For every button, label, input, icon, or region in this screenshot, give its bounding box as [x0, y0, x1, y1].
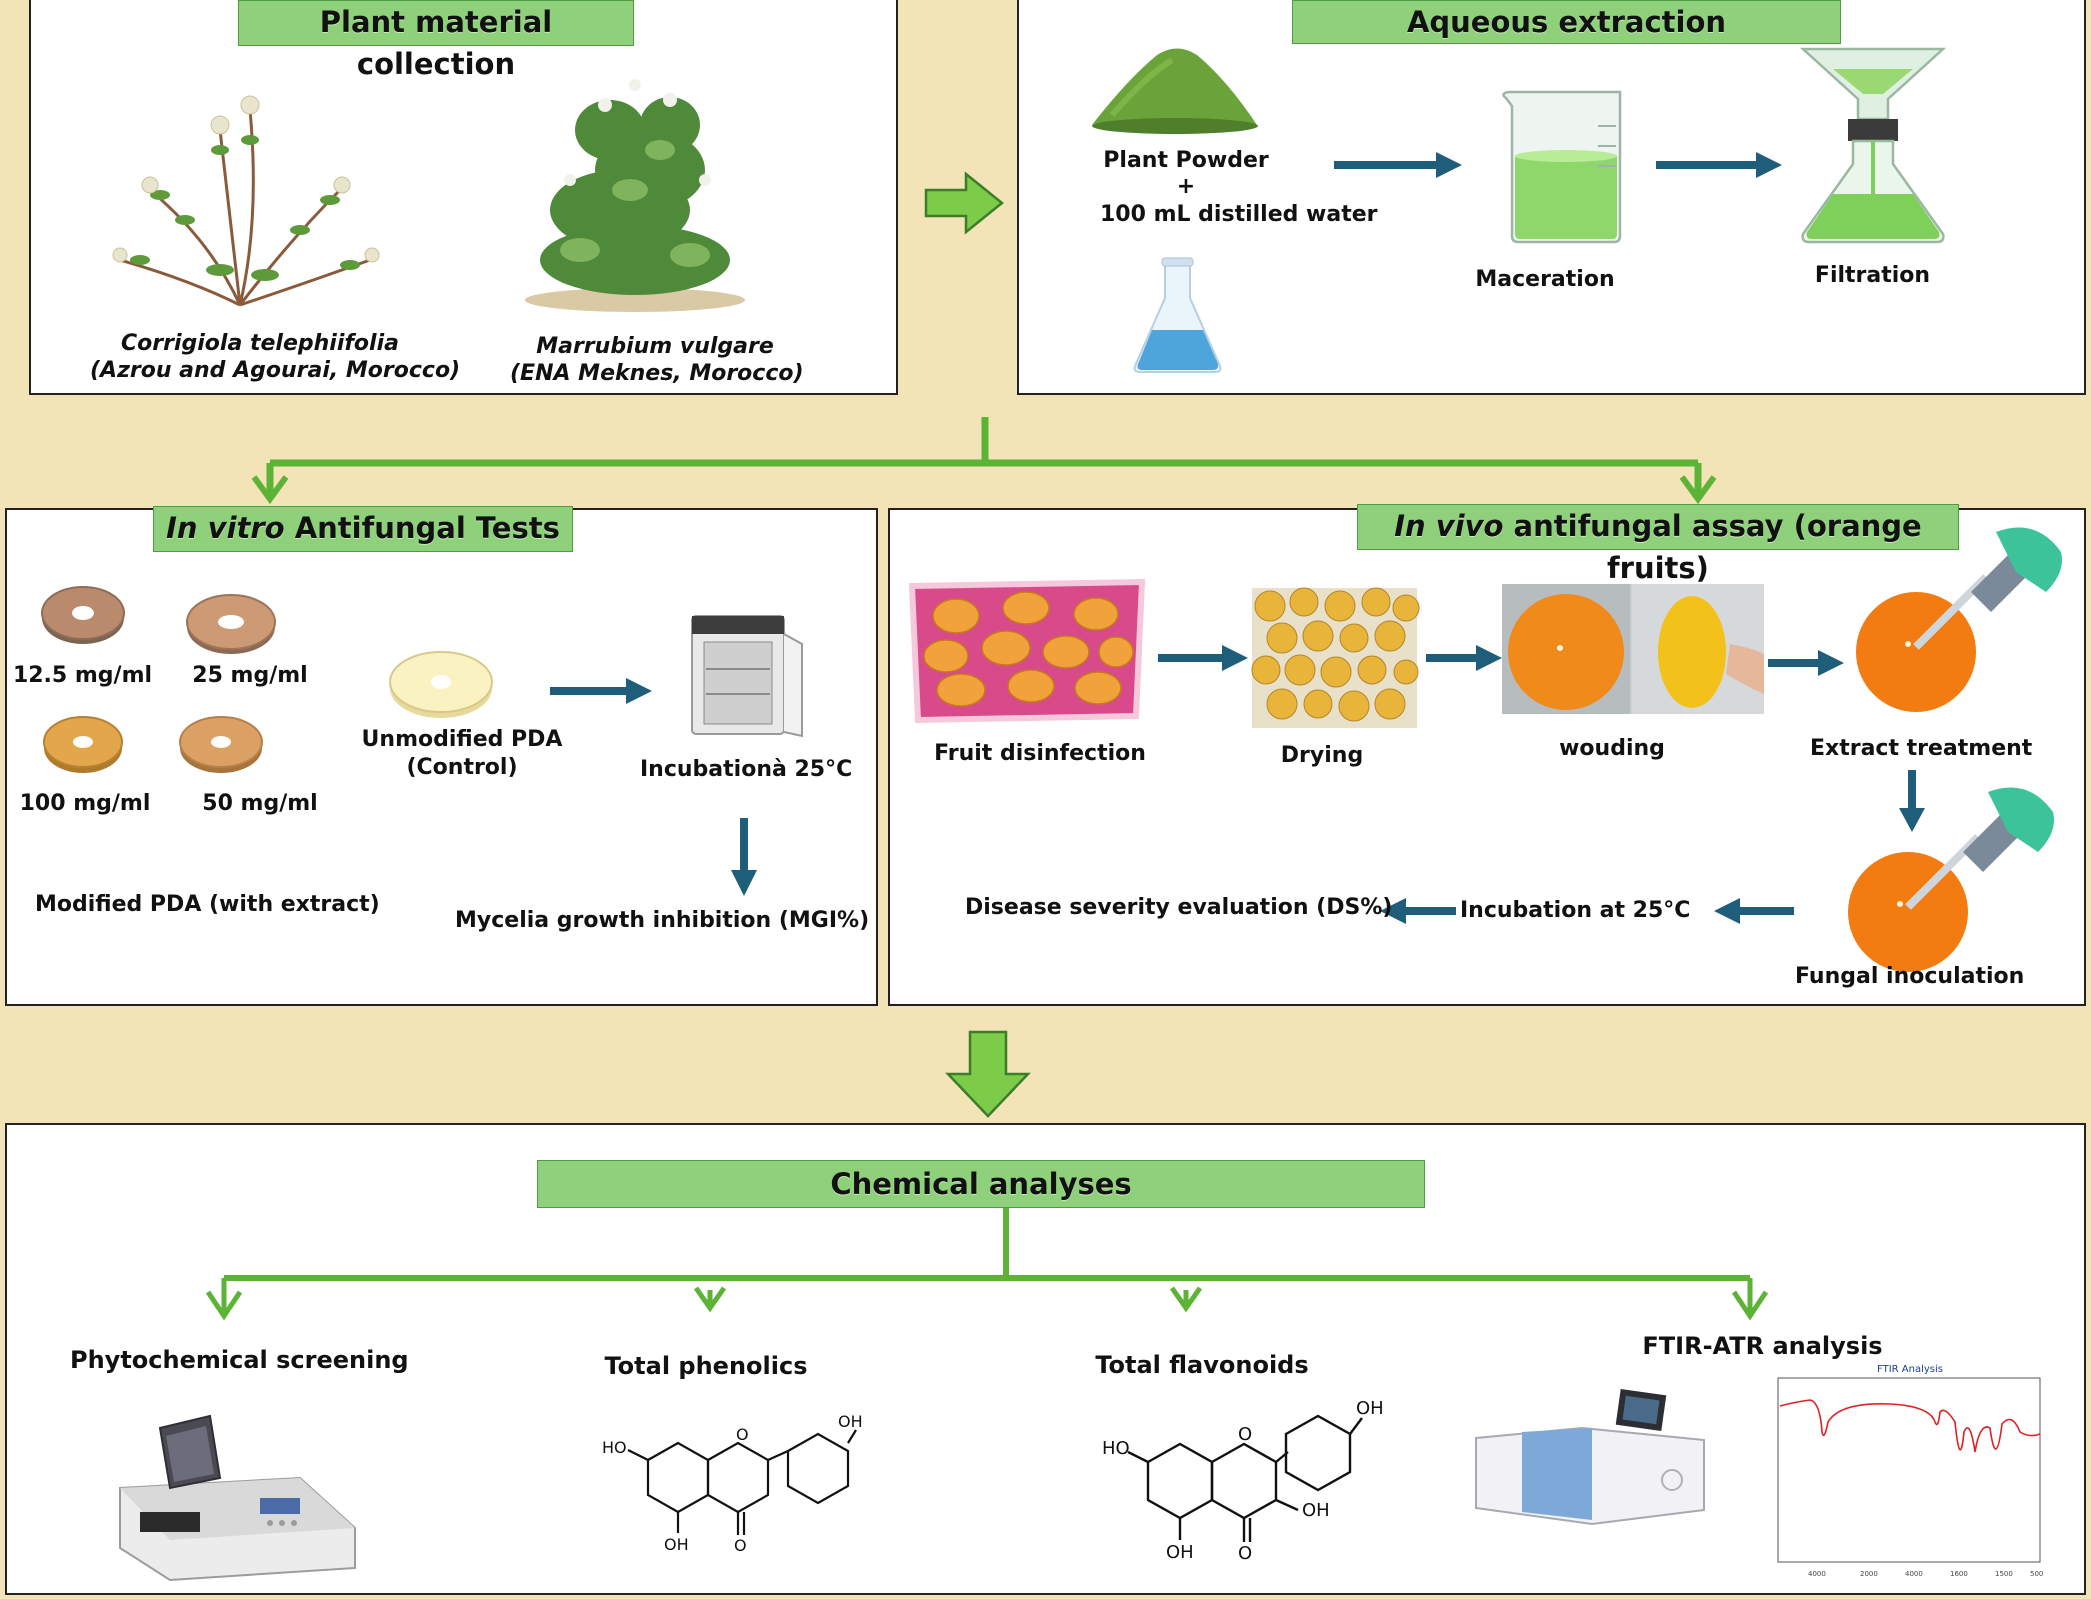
green-down-arrow — [945, 1030, 1031, 1118]
drying-fruits-image — [1251, 587, 1420, 728]
plant-collection-panel — [29, 0, 898, 395]
petri-dish-icon — [186, 594, 276, 654]
chemical-header: Chemical analyses — [537, 1160, 1425, 1208]
blue-arrow — [1656, 152, 1782, 178]
branch-connector — [251, 417, 1717, 505]
beaker-icon — [1502, 90, 1622, 244]
blue-arrow — [1768, 650, 1844, 676]
marrubium-plant-illustration — [525, 79, 745, 312]
incubation-label: Incubationà 25°C — [640, 757, 853, 782]
svg-text:OH: OH — [1356, 1398, 1384, 1419]
conc-100-label: 100 mg/ml — [19, 791, 151, 816]
fruit-disinfection-label: Fruit disinfection — [934, 741, 1146, 766]
filtration-flask-icon — [1799, 47, 1947, 244]
svg-text:4000: 4000 — [1905, 1570, 1923, 1578]
green-right-arrow — [924, 171, 1004, 235]
fungal-inoculation-label: Fungal inoculation — [1795, 964, 2025, 989]
plus-label: + — [1176, 174, 1196, 199]
ftir-atr-label: FTIR-ATR analysis — [1642, 1332, 1883, 1360]
svg-text:OH: OH — [1166, 1542, 1194, 1563]
fruit-tray-image — [908, 578, 1146, 724]
corrigiola-plant-illustration — [112, 95, 380, 307]
svg-text:O: O — [734, 1536, 747, 1555]
species1-name: Corrigiola telephiifolia — [121, 331, 399, 356]
wounding-image — [1502, 584, 1764, 714]
plant-powder-icon — [1092, 48, 1258, 134]
invitro-header-rest: Antifungal Tests — [284, 511, 560, 545]
invitro-panel — [5, 508, 878, 1006]
svg-text:1600: 1600 — [1950, 1570, 1968, 1578]
species1-origin: (Azrou and Agourai, Morocco) — [90, 358, 461, 383]
phytochemical-screening-label: Phytochemical screening — [70, 1346, 409, 1374]
ftir-spectrum-plot: FTIR Analysis 4000 2000 4000 1600 1500 500 — [1750, 1362, 2050, 1584]
flavonoids-structure-icon: HO OH O O OH OH — [1102, 1398, 1384, 1564]
control-label-line2: (Control) — [406, 755, 518, 780]
svg-text:OH: OH — [664, 1535, 689, 1554]
ftir-instrument-icon — [1475, 1388, 1705, 1526]
svg-text:O: O — [1238, 1543, 1252, 1564]
plant-collection-header: Plant material collection — [238, 0, 634, 81]
incubation-25-label: Incubation at 25°C — [1460, 898, 1691, 923]
svg-text:2000: 2000 — [1860, 1570, 1878, 1578]
wounding-label: wouding — [1559, 736, 1665, 761]
spectrophotometer-icon — [119, 1414, 356, 1582]
blue-arrow — [1426, 645, 1502, 671]
svg-text:OH: OH — [1302, 1500, 1330, 1521]
maceration-label: Maceration — [1475, 267, 1615, 292]
svg-text:HO: HO — [1102, 1438, 1130, 1459]
svg-text:O: O — [736, 1425, 749, 1444]
invivo-header-rest: antifungal assay (orange fruits) — [1503, 509, 1922, 585]
extract-treatment-label: Extract treatment — [1810, 736, 2033, 761]
blue-arrow-left — [1380, 898, 1456, 924]
modified-pda-label: Modified PDA (with extract) — [35, 892, 380, 917]
svg-text:OH: OH — [838, 1412, 863, 1431]
disease-severity-label: Disease severity evaluation (DS%) — [965, 895, 1393, 920]
phenolics-structure-icon: HO OH O O OH — [602, 1412, 863, 1555]
incubator-icon — [691, 615, 803, 738]
invitro-header: In vitro Antifungal Tests — [153, 506, 573, 552]
filtration-label: Filtration — [1814, 263, 1931, 288]
blue-arrow-down — [1899, 770, 1925, 832]
total-flavonoids-label: Total flavonoids — [1095, 1351, 1309, 1379]
drying-label: Drying — [1280, 743, 1364, 768]
aqueous-extraction-header: Aqueous extraction — [1292, 0, 1841, 44]
mgi-label: Mycelia growth inhibition (MGI%) — [455, 908, 870, 933]
svg-text:500: 500 — [2030, 1570, 2043, 1578]
powder-label: Plant Powder — [1103, 148, 1269, 173]
petri-dish-icon — [43, 716, 123, 773]
conc-50-label: 50 mg/ml — [202, 791, 318, 816]
invivo-header: In vivo antifungal assay (orange fruits) — [1357, 504, 1959, 585]
blue-arrow-down — [731, 818, 757, 896]
fungal-inoculation-image — [1848, 787, 2054, 972]
chemical-branch-connector — [205, 1208, 1769, 1321]
invivo-header-italic: In vivo — [1394, 509, 1504, 543]
petri-dish-icon — [179, 716, 263, 773]
blue-arrow — [1158, 645, 1248, 671]
svg-text:4000: 4000 — [1808, 1570, 1826, 1578]
svg-text:1500: 1500 — [1995, 1570, 2013, 1578]
extract-treatment-image — [1856, 527, 2062, 712]
svg-text:HO: HO — [602, 1438, 627, 1457]
control-label-line1: Unmodified PDA — [361, 727, 563, 752]
control-petri-dish-icon — [389, 651, 493, 718]
blue-arrow — [550, 678, 652, 704]
conc-25-label: 25 mg/ml — [192, 663, 308, 688]
ftir-plot-title: FTIR Analysis — [1877, 1364, 1943, 1375]
water-label: 100 mL distilled water — [1100, 202, 1378, 227]
blue-arrow — [1334, 152, 1462, 178]
species2-origin: (ENA Meknes, Morocco) — [510, 361, 804, 386]
petri-dish-icon — [41, 586, 125, 644]
invitro-header-italic: In vitro — [166, 511, 285, 545]
flask-icon — [1133, 257, 1222, 373]
svg-text:O: O — [1238, 1424, 1252, 1445]
conc-12-5-label: 12.5 mg/ml — [12, 663, 153, 688]
total-phenolics-label: Total phenolics — [604, 1352, 808, 1380]
blue-arrow-left — [1714, 898, 1794, 924]
species2-name: Marrubium vulgare — [536, 334, 774, 359]
